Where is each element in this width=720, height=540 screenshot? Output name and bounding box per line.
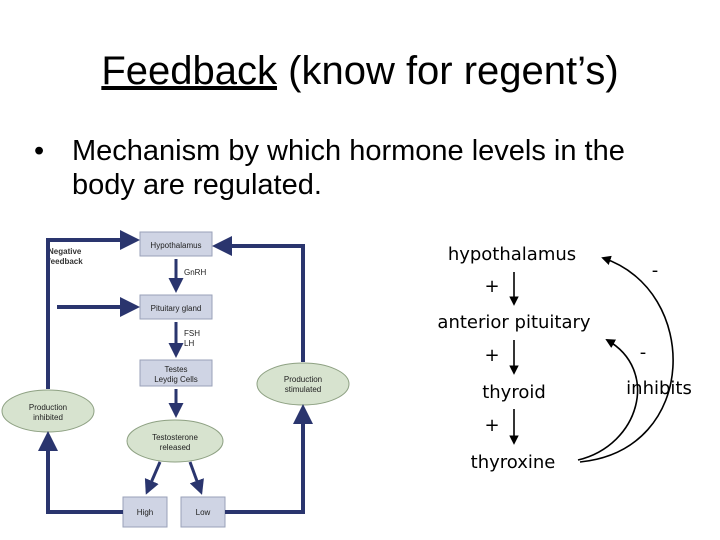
- plus-sign-2: +: [484, 345, 499, 366]
- fsh-label: FSH: [184, 329, 200, 338]
- title-underlined-word: Feedback: [101, 49, 278, 93]
- bullet-mark: •: [34, 135, 45, 167]
- feedback-arrow-to-hypothalamus: [579, 255, 674, 463]
- feedback-arrow-to-pituitary: [577, 339, 639, 461]
- negative-feedback-diagram: Negative feedback Hypothalamus GnRH Pitu…: [1, 230, 350, 528]
- inhibited-line2: inhibited: [33, 413, 63, 422]
- diagram-header-line2: feedback: [48, 257, 83, 266]
- minus-sign-1: -: [652, 260, 659, 281]
- thyroid-feedback-diagram: hypothalamus anterior pituitary thyroid …: [437, 244, 691, 473]
- lh-label: LH: [184, 339, 194, 348]
- arrow-inhibited-to-hypothalamus: [46, 230, 140, 389]
- testosterone-line2: released: [160, 443, 191, 452]
- stimulated-line2: stimulated: [285, 385, 321, 394]
- testosterone-oval: [126, 419, 224, 463]
- hypothalamus-label: Hypothalamus: [150, 241, 201, 250]
- testes-box: [139, 359, 213, 387]
- arrow-to-low: [188, 461, 204, 495]
- node-hypothalamus: hypothalamus: [448, 244, 576, 265]
- plus-sign-1: +: [484, 276, 499, 297]
- production-stimulated-oval: [256, 362, 350, 406]
- testosterone-line1: Testosterone: [152, 433, 198, 442]
- leydig-label: Leydig Cells: [154, 375, 198, 384]
- pituitary-box: [139, 294, 213, 320]
- node-thyroid: thyroid: [482, 382, 546, 403]
- gnrh-label: GnRH: [184, 268, 206, 277]
- node-anterior-pituitary: anterior pituitary: [437, 312, 590, 333]
- high-label: High: [137, 508, 153, 517]
- inhibited-line1: Production: [29, 403, 67, 412]
- stimulated-line1: Production: [284, 375, 322, 384]
- slide-title: Feedback (know for regent’s): [0, 48, 720, 94]
- arrow-stimulated-to-hypothalamus: [212, 236, 305, 362]
- testes-label: Testes: [164, 365, 187, 374]
- minus-sign-2: -: [640, 342, 647, 363]
- bullet-text: Mechanism by which hormone levels in the…: [72, 135, 625, 201]
- pituitary-label: Pituitary gland: [151, 304, 202, 313]
- high-box: [122, 496, 168, 528]
- plus-sign-3: +: [484, 415, 499, 436]
- arrow-low-to-stimulated: [225, 404, 313, 514]
- node-thyroxine: thyroxine: [471, 452, 556, 473]
- inhibits-label: inhibits: [626, 378, 692, 399]
- low-box: [180, 496, 226, 528]
- low-label: Low: [196, 508, 211, 517]
- hypothalamus-box: [139, 231, 213, 257]
- title-subtitle: (know for regent’s): [277, 49, 619, 93]
- diagram-header-line1: Negative: [48, 247, 82, 256]
- arrow-high-to-inhibited: [38, 431, 123, 514]
- arrow-to-high: [144, 461, 162, 495]
